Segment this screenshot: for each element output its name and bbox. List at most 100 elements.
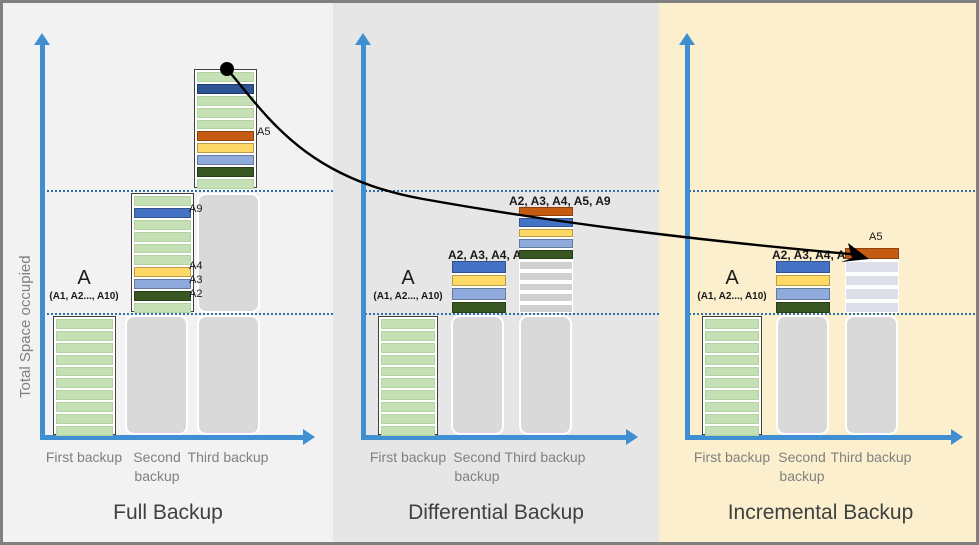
panel-full-backup: Total Space occupied A9 A4 A3 A2 A5 A (A… (3, 3, 333, 542)
stack-incremental-second-backup (776, 261, 830, 313)
ghost-bar-second-lower (125, 315, 188, 435)
stack-segment-pale_gray (845, 301, 899, 313)
stack-segment-gray (519, 282, 573, 292)
stack-differential-third-backup (519, 207, 573, 313)
seg-label-full-second-2: A3 (189, 274, 203, 286)
stack-segment-light_green (134, 255, 191, 266)
stack-segment-dark_green (134, 291, 191, 302)
stack-segment-light_green (197, 95, 254, 106)
stack-segment-light_green (705, 414, 759, 425)
stack-incremental-third-backup (845, 248, 899, 313)
panel-title-incremental: Incremental Backup (727, 501, 914, 524)
stack-segment-light_green (381, 319, 435, 329)
stack-segment-orange (197, 131, 254, 142)
ghost-bar-third-lower (197, 315, 260, 435)
group-label-differential-third: A2, A3, A4, A5, A9 (509, 194, 611, 208)
seg-label-full-second-3: A2 (189, 288, 203, 300)
stack-segment-light_green (705, 390, 759, 401)
stack-segment-light_green (56, 426, 113, 436)
tick-label-full-2: Third backup (187, 449, 269, 465)
set-label-differential: A (401, 267, 415, 289)
y-axis-arrow-full (34, 33, 50, 45)
set-sublabel-full: (A1, A2..., A10) (49, 291, 119, 302)
stack-segment-light_green (381, 342, 435, 353)
stack-segment-yellow (197, 143, 254, 154)
stack-segment-light_blue (519, 239, 573, 249)
stack-segment-light_green (381, 390, 435, 401)
tick-label-incremental-0: First backup (693, 449, 771, 465)
stack-segment-blue (134, 207, 191, 218)
x-axis-arrow-incremental (951, 429, 963, 445)
group-label-differential-second: A2, A3, A4, A9 (448, 248, 529, 262)
y-axis-title: Total Space occupied (17, 255, 34, 398)
stack-segment-light_green (197, 119, 254, 130)
stack-segment-light_blue (776, 288, 830, 300)
ghost-bar-third-middle (197, 193, 260, 313)
x-axis-incremental (685, 435, 951, 440)
tick-label-full-1: Second backup (133, 449, 181, 484)
y-axis-arrow-differential (355, 33, 371, 45)
stack-segment-light_green (705, 366, 759, 377)
gridline-upper-full (43, 190, 333, 192)
stack-segment-light_green (705, 330, 759, 341)
stack-segment-pale_gray (845, 261, 899, 273)
y-axis-incremental (685, 45, 690, 437)
stack-segment-light_green (197, 72, 254, 82)
panel-incremental-backup: A2, A3, A4, A9 A5 A (A1, A2..., A10) Fir… (659, 3, 976, 542)
stack-segment-light_green (134, 303, 191, 313)
stack-segment-blue (452, 261, 506, 273)
tick-label-incremental-1: Second backup (778, 449, 826, 484)
stack-incremental-first-backup (702, 316, 762, 436)
seg-label-full-second-1: A4 (189, 260, 203, 272)
panel-title-full: Full Backup (113, 501, 223, 524)
stack-segment-light_green (381, 354, 435, 365)
stack-full-first-backup (53, 316, 116, 436)
stack-segment-yellow (452, 274, 506, 286)
stack-segment-blue (519, 217, 573, 227)
stack-segment-light_green (134, 243, 191, 254)
stack-full-second-backup (131, 193, 194, 313)
group-label-incremental-second: A2, A3, A4, A9 (772, 248, 853, 262)
tick-label-incremental-2: Third backup (830, 449, 912, 465)
panel-title-differential: Differential Backup (408, 501, 584, 524)
stack-segment-light_green (705, 402, 759, 413)
stack-segment-light_green (56, 402, 113, 413)
stack-segment-light_green (381, 414, 435, 425)
stack-segment-dark_green (452, 301, 506, 313)
stack-segment-light_green (381, 426, 435, 436)
gridline-lower-full (43, 313, 333, 315)
stack-segment-yellow (134, 267, 191, 278)
stack-segment-light_green (56, 330, 113, 341)
stack-segment-light_green (197, 107, 254, 118)
stack-segment-light_green (56, 354, 113, 365)
stack-full-third-backup (194, 69, 257, 189)
stack-segment-light_green (705, 426, 759, 436)
stack-segment-dark_blue (197, 83, 254, 94)
set-sublabel-differential: (A1, A2..., A10) (373, 291, 443, 302)
stack-segment-light_blue (452, 288, 506, 300)
stack-segment-yellow (776, 274, 830, 286)
tick-label-differential-2: Third backup (504, 449, 586, 465)
stack-segment-light_green (56, 366, 113, 377)
stack-segment-dark_green (197, 167, 254, 178)
ghost-bar-diff-third-lower (519, 315, 572, 435)
y-axis-differential (361, 45, 366, 437)
set-label-incremental: A (725, 267, 739, 289)
x-axis-arrow-differential (626, 429, 638, 445)
stack-segment-orange (519, 207, 573, 216)
stack-segment-light_green (705, 378, 759, 389)
stack-segment-light_green (56, 390, 113, 401)
seg-label-incremental-third-0: A5 (869, 231, 883, 243)
stack-segment-gray (519, 260, 573, 270)
stack-differential-second-backup (452, 261, 506, 313)
tick-label-differential-1: Second backup (453, 449, 501, 484)
ghost-bar-diff-second-lower (451, 315, 504, 435)
stack-segment-light_green (56, 378, 113, 389)
stack-segment-light_green (381, 330, 435, 341)
stack-segment-light_green (56, 319, 113, 329)
y-axis-arrow-incremental (679, 33, 695, 45)
stack-segment-light_green (134, 219, 191, 230)
stack-segment-light_green (381, 378, 435, 389)
gridline-upper-differential (365, 190, 659, 192)
ghost-bar-inc-second-lower (776, 315, 829, 435)
